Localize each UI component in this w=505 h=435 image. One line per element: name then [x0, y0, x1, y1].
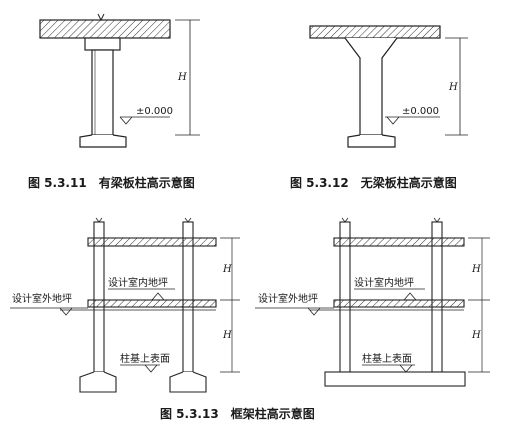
footing-top-label: 柱基上表面: [362, 352, 412, 365]
level-triangle: [403, 292, 417, 301]
ground-floor-slab: [333, 299, 465, 308]
caption-5-3-11: 图 5.3.11 有梁板柱高示意图: [28, 175, 195, 190]
figure-5-3-13-right: [255, 217, 490, 387]
ground-floor-slab: [87, 299, 217, 308]
flat-slab: [309, 25, 441, 39]
level-triangle: [399, 364, 413, 373]
level-triangle: [144, 364, 158, 373]
height-label-lower: H: [222, 330, 232, 341]
outdoor-ground-label: 设计室外地坪: [258, 292, 318, 305]
indoor-ground-label: 设计室内地坪: [108, 276, 168, 289]
footing-left: [79, 371, 117, 393]
height-label: H: [448, 82, 458, 93]
figure-5-3-13-left: [10, 217, 240, 393]
column-with-capital: [344, 37, 398, 136]
break-mark: [97, 13, 105, 22]
height-label: H: [177, 72, 187, 83]
raft-foundation: [324, 371, 466, 387]
level-triangle: [151, 292, 165, 301]
height-label-lower: H: [471, 330, 481, 341]
column-footing: [347, 134, 396, 148]
break-mark: [95, 217, 103, 223]
caption-5-3-12: 图 5.3.12 无梁板柱高示意图: [290, 175, 457, 190]
figure-5-3-12: [309, 25, 468, 148]
outdoor-ground-label: 设计室外地坪: [12, 292, 72, 305]
break-mark: [433, 217, 441, 223]
upper-floor-slab: [333, 237, 465, 247]
level-triangle: [59, 307, 73, 316]
level-triangle: [119, 116, 133, 125]
level-triangle: [386, 116, 400, 125]
beam: [84, 37, 121, 51]
level-value-label: ±0.000: [136, 106, 173, 117]
footing-right: [169, 371, 207, 393]
footing-top-label: 柱基上表面: [120, 352, 170, 365]
upper-floor-slab: [87, 237, 217, 247]
caption-5-3-13: 图 5.3.13 框架柱高示意图: [160, 406, 315, 421]
break-mark: [341, 217, 349, 223]
floor-slab: [39, 19, 171, 39]
level-value-label: ±0.000: [402, 106, 439, 117]
column-footing: [79, 134, 127, 148]
break-mark: [184, 217, 192, 223]
height-label-upper: H: [222, 264, 232, 275]
figure-5-3-11: [39, 13, 200, 148]
height-label-upper: H: [471, 264, 481, 275]
level-triangle: [307, 307, 321, 316]
indoor-ground-label: 设计室内地坪: [354, 276, 414, 289]
